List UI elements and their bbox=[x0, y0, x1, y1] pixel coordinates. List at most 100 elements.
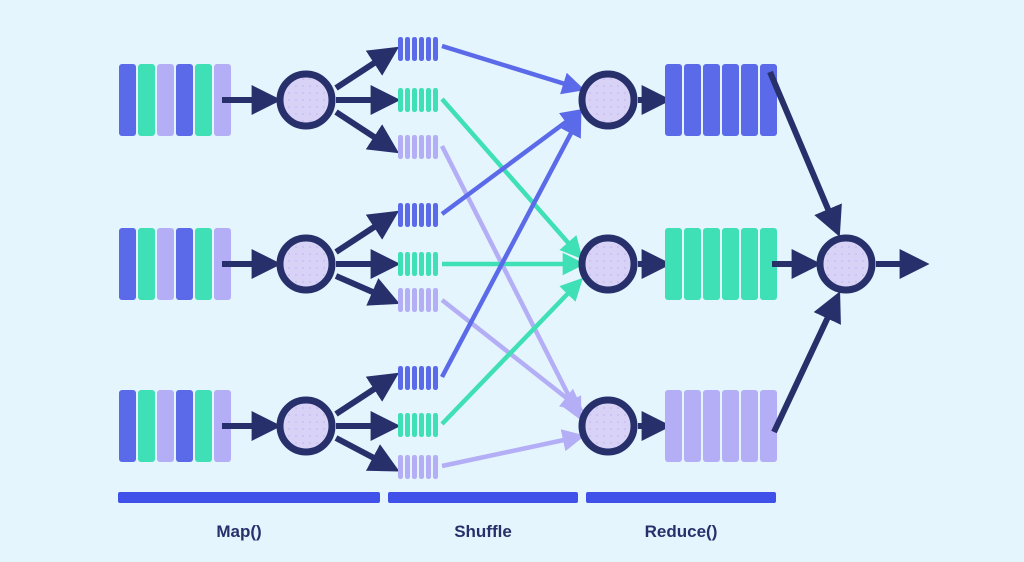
intermediate-1-purple-bar bbox=[398, 135, 403, 159]
intermediate-1-purple bbox=[398, 135, 438, 159]
input-split-2-bar bbox=[138, 228, 155, 300]
intermediate-3-purple-bar bbox=[426, 455, 431, 479]
intermediate-2-purple-bar bbox=[412, 288, 417, 312]
intermediate-3-teal-bar bbox=[405, 413, 410, 437]
intermediate-1-teal-bar bbox=[398, 88, 403, 112]
shuffle-2-blue-to-reducer-1 bbox=[440, 108, 584, 216]
intermediate-2-purple bbox=[398, 288, 438, 312]
intermediate-1-teal-bar bbox=[433, 88, 438, 112]
reducer-1-texture bbox=[585, 77, 631, 123]
input-split-2-bar bbox=[176, 228, 193, 300]
intermediate-blocks-group bbox=[398, 37, 438, 479]
input-split-1-bar bbox=[119, 64, 136, 136]
intermediate-3-blue-bar bbox=[426, 366, 431, 390]
intermediate-3-purple-bar bbox=[398, 455, 403, 479]
merge-arrows-group bbox=[767, 70, 842, 434]
intermediate-3-purple-bar bbox=[405, 455, 410, 479]
input-split-1-bar bbox=[157, 64, 174, 136]
input-split-3-bar bbox=[119, 390, 136, 462]
intermediate-2-blue-bar bbox=[419, 203, 424, 227]
input-split-1-bar bbox=[195, 64, 212, 136]
reducer-3[interactable] bbox=[578, 396, 638, 456]
intermediate-1-blue bbox=[398, 37, 438, 61]
intermediate-3-teal bbox=[398, 413, 438, 437]
mapper-2[interactable] bbox=[276, 234, 336, 294]
mapper-2-texture bbox=[283, 241, 329, 287]
mapper-3-texture bbox=[283, 403, 329, 449]
intermediate-1-blue-bar bbox=[433, 37, 438, 61]
output-block-2-bar bbox=[684, 228, 701, 300]
intermediate-2-teal bbox=[398, 252, 438, 276]
intermediate-3-purple-bar bbox=[412, 455, 417, 479]
intermediate-3-blue-bar bbox=[419, 366, 424, 390]
intermediate-2-teal-bar bbox=[426, 252, 431, 276]
intermediate-3-blue-bar bbox=[412, 366, 417, 390]
intermediate-2-purple-bar bbox=[405, 288, 410, 312]
mapper-1[interactable] bbox=[276, 70, 336, 130]
intermediate-1-purple-bar bbox=[405, 135, 410, 159]
output-block-3-bar bbox=[760, 390, 777, 462]
output-block-3-bar bbox=[665, 390, 682, 462]
merge-arrow-from-output-3 bbox=[771, 291, 841, 434]
phase-bars-group bbox=[118, 492, 776, 503]
phase-label-shuffle: Shuffle bbox=[454, 522, 512, 541]
intermediate-2-blue-bar bbox=[398, 203, 403, 227]
output-blocks-group bbox=[665, 64, 777, 462]
intermediate-3-purple-bar bbox=[433, 455, 438, 479]
input-split-3-bar bbox=[176, 390, 193, 462]
intermediate-1-blue-bar bbox=[426, 37, 431, 61]
intermediate-1-teal-bar bbox=[419, 88, 424, 112]
input-splits-group bbox=[119, 64, 231, 462]
shuffle-arrows-group bbox=[439, 43, 586, 469]
intermediate-3-blue-bar bbox=[405, 366, 410, 390]
output-block-2-bar bbox=[703, 228, 720, 300]
reducer-2[interactable] bbox=[578, 234, 638, 294]
intermediate-2-teal-bar bbox=[412, 252, 417, 276]
input-arrows-group bbox=[222, 85, 282, 441]
intermediate-1-purple-bar bbox=[412, 135, 417, 159]
input-split-3 bbox=[119, 390, 231, 462]
intermediate-3-purple bbox=[398, 455, 438, 479]
shuffle-3-blue-to-reducer-1 bbox=[440, 113, 582, 379]
mapper-3[interactable] bbox=[276, 396, 336, 456]
output-block-1-bar bbox=[703, 64, 720, 136]
input-split-2-bar bbox=[195, 228, 212, 300]
intermediate-1-teal-bar bbox=[412, 88, 417, 112]
output-block-2-bar bbox=[722, 228, 739, 300]
intermediate-1-teal-bar bbox=[405, 88, 410, 112]
output-block-2-bar bbox=[665, 228, 682, 300]
output-block-2 bbox=[665, 228, 777, 300]
intermediate-1-teal-bar bbox=[426, 88, 431, 112]
intermediate-1-purple-bar bbox=[419, 135, 424, 159]
intermediate-1-blue-bar bbox=[405, 37, 410, 61]
map-out-1-bottom bbox=[334, 109, 400, 154]
intermediate-2-blue bbox=[398, 203, 438, 227]
intermediate-2-purple-bar bbox=[433, 288, 438, 312]
shuffle-3-teal-to-reducer-2 bbox=[440, 277, 583, 426]
output-block-2-bar bbox=[760, 228, 777, 300]
output-block-1-bar bbox=[684, 64, 701, 136]
phase-bar-reduce bbox=[586, 492, 776, 503]
intermediate-2-teal-bar bbox=[398, 252, 403, 276]
phase-bar-map bbox=[118, 492, 380, 503]
intermediate-2-purple-bar bbox=[419, 288, 424, 312]
intermediate-1-teal bbox=[398, 88, 438, 112]
phase-label-map: Map() bbox=[216, 522, 261, 541]
input-split-2-bar bbox=[157, 228, 174, 300]
input-split-1 bbox=[119, 64, 231, 136]
shuffle-3-purple-to-reducer-3 bbox=[441, 429, 586, 469]
intermediate-2-teal-bar bbox=[419, 252, 424, 276]
output-block-3-bar bbox=[703, 390, 720, 462]
reducer-1[interactable] bbox=[578, 70, 638, 130]
merge-node[interactable] bbox=[816, 234, 876, 294]
shuffle-1-teal-to-reducer-2 bbox=[440, 97, 583, 260]
intermediate-3-purple-bar bbox=[419, 455, 424, 479]
intermediate-1-purple-bar bbox=[433, 135, 438, 159]
intermediate-3-blue bbox=[398, 366, 438, 390]
map-out-3-top bbox=[334, 372, 400, 417]
reducer-2-texture bbox=[585, 241, 631, 287]
map-out-2-top bbox=[334, 210, 400, 255]
intermediate-3-teal-bar bbox=[433, 413, 438, 437]
